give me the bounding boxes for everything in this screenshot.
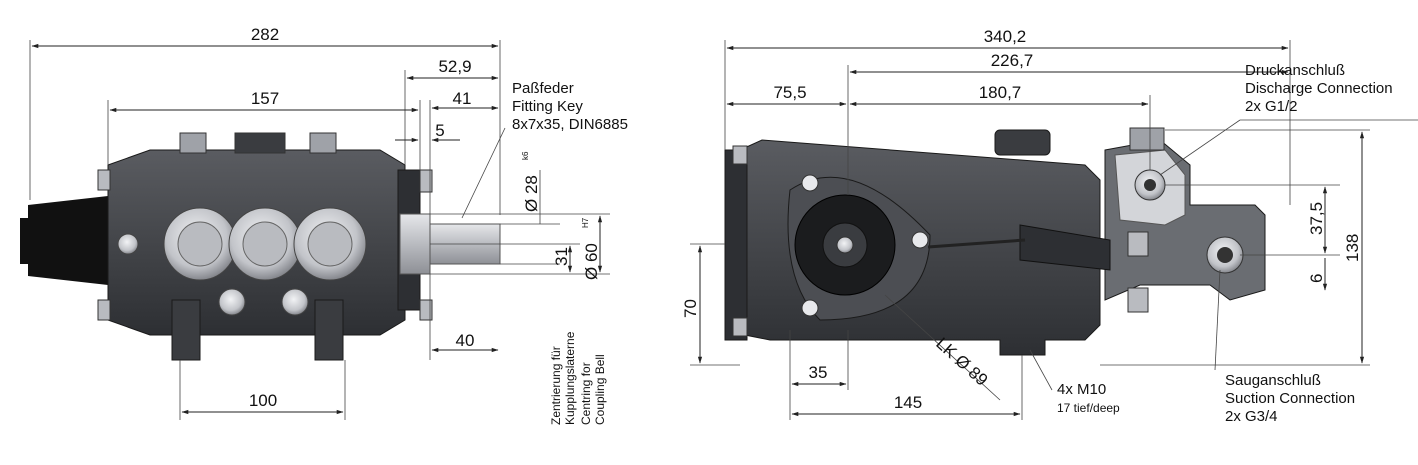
discharge-note-line-1: Druckanschluß <box>1245 62 1345 79</box>
dim-d28: Ø 28 <box>522 175 541 212</box>
dim-35: 35 <box>809 363 828 382</box>
dim-282: 282 <box>251 25 279 44</box>
dim-37-5: 37,5 <box>1307 202 1326 235</box>
bolt-note-line-2: 17 tief/deep <box>1057 401 1120 415</box>
key-note-line-3: 8x7x35, DIN6885 <box>512 116 628 133</box>
suction-note-line-2: Suction Connection <box>1225 390 1355 407</box>
dim-6: 6 <box>1307 274 1326 283</box>
dim-75-5: 75,5 <box>773 83 806 102</box>
dim-138: 138 <box>1343 234 1362 262</box>
dim-d60: Ø 60 <box>582 243 601 280</box>
bell-note-line-4: Coupling Bell <box>593 354 607 425</box>
dim-100: 100 <box>249 391 277 410</box>
dim-226-7: 226,7 <box>991 51 1034 70</box>
dim-157: 157 <box>251 89 279 108</box>
dim-340-2: 340,2 <box>984 27 1027 46</box>
left-view: 282 52,9 157 41 5 Ø 28 k6 31 Ø 60 H7 <box>20 25 628 425</box>
suction-note-line-1: Sauganschluß <box>1225 372 1321 389</box>
bell-note-line-3: Centring for <box>579 362 593 425</box>
dim-180-7: 180,7 <box>979 83 1022 102</box>
drive-cone <box>28 196 108 285</box>
bolt-note-line-1: 4x M10 <box>1057 381 1106 398</box>
dim-lk-89: LK Ø 89 <box>932 334 991 390</box>
key-note-line-1: Paßfeder <box>512 80 574 97</box>
right-view: 340,2 226,7 75,5 180,7 37,5 6 138 70 35 <box>681 27 1418 425</box>
dim-70: 70 <box>681 299 700 318</box>
key-note-line-2: Fitting Key <box>512 98 583 115</box>
bell-note-line-1: Zentrierung für <box>549 346 563 425</box>
dim-40: 40 <box>456 331 475 350</box>
dim-145: 145 <box>894 393 922 412</box>
discharge-note-line-3: 2x G1/2 <box>1245 98 1298 115</box>
svg-text:k6: k6 <box>521 151 530 160</box>
suction-note-line-3: 2x G3/4 <box>1225 408 1278 425</box>
dim-5: 5 <box>435 121 444 140</box>
svg-text:H7: H7 <box>581 217 590 228</box>
dim-52-9: 52,9 <box>438 57 471 76</box>
dim-31: 31 <box>552 247 571 266</box>
discharge-note-line-2: Discharge Connection <box>1245 80 1393 97</box>
dim-41: 41 <box>453 89 472 108</box>
bell-note-line-2: Kupplungslaterne <box>563 331 577 425</box>
